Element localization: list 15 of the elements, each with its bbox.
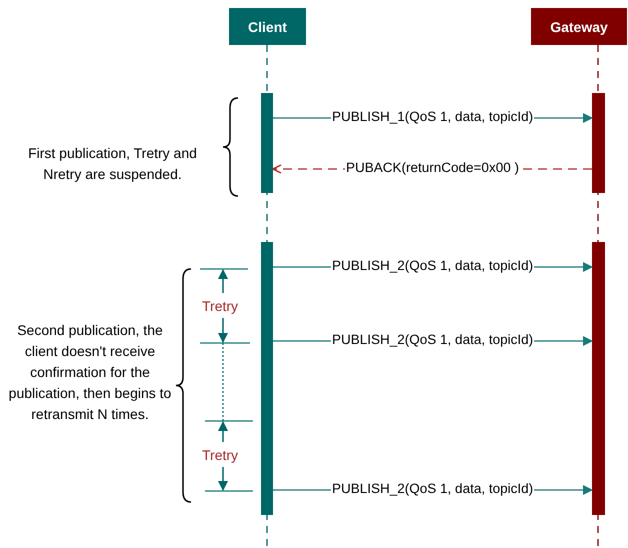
activation-bar xyxy=(261,93,273,193)
participant-box: Gateway xyxy=(531,8,627,45)
activation-bar xyxy=(261,242,273,515)
message-label: PUBACK(returnCode=0x00 ) xyxy=(345,160,520,176)
note-text: First publication, Tretry and Nretry are suspended. xyxy=(27,144,198,184)
note-text: Second publication, the client doesn't receive confirmation for the publication, then begins to retransmit N times. xyxy=(8,321,172,424)
message-label: PUBLISH_2(QoS 1, data, topicId) xyxy=(331,258,534,274)
activation-bar xyxy=(592,242,605,515)
interval-label: Tretry xyxy=(202,298,238,314)
message-label: PUBLISH_2(QoS 1, data, topicId) xyxy=(331,332,534,348)
activation-bar xyxy=(592,93,605,193)
message-label: PUBLISH_1(QoS 1, data, topicId) xyxy=(331,109,534,125)
participant-box: Client xyxy=(229,8,306,45)
interval-label: Tretry xyxy=(202,447,238,463)
message-label: PUBLISH_2(QoS 1, data, topicId) xyxy=(331,481,534,497)
